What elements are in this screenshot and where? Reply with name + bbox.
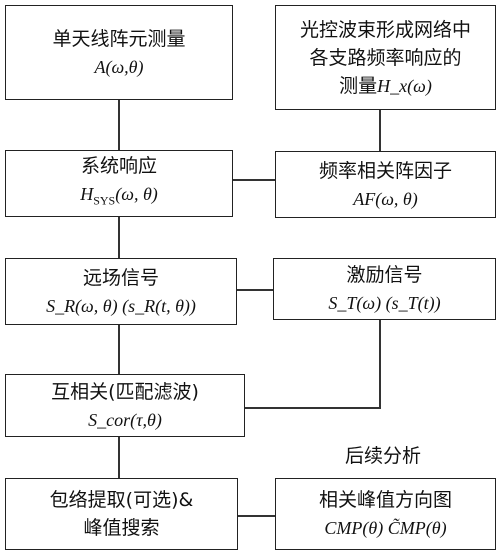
box-line-1: 光控波束形成网络中 [299,18,471,41]
subsequent-analysis-label: 后续分析 [345,445,422,467]
box-array-factor: 频率相关阵因子 AF(ω, θ) [275,151,496,218]
box-far-field-signal: 远场信号 S_R(ω, θ) (s_R(t, θ)) [5,258,237,325]
box-title: 单天线阵元测量 [52,27,186,50]
connector-excitation-to-crosscorr [244,407,381,409]
box-correlation-peak-pattern: 相关峰值方向图 CMP(θ) C̃MP(θ) [275,478,496,550]
connector-bfn-to-af [379,109,381,152]
connector-excitation-to-farfield [236,289,274,291]
box-optical-beamforming-network: 光控波束形成网络中 各支路频率响应的 测量H_x(ω) [275,5,496,110]
connector-excitation-down [379,319,381,408]
box-formula: CMP(θ) C̃MP(θ) [324,518,447,538]
box-excitation-signal: 激励信号 S_T(ω) (s_T(t)) [273,258,496,320]
box-line-2: 峰值搜索 [83,517,160,539]
measurement-label: 测量 [339,74,378,97]
box-line-1: 包络提取(可选)& [49,489,194,511]
connector-sysresp-to-farfield [118,216,120,258]
box-title: 相关峰值方向图 [318,489,452,511]
box-formula: AF(ω, θ) [353,188,418,209]
box-formula: A(ω,θ) [94,56,144,77]
connector-crosscorr-to-envelope [118,436,120,478]
box-title: 远场信号 [82,266,159,289]
box-formula: H_x(ω) [377,75,432,96]
box-formula: S_T(ω) (s_T(t)) [328,293,441,313]
box-cross-correlation: 互相关(匹配滤波) S_cor(τ,θ) [5,374,245,437]
connector-farfield-to-crosscorr [118,324,120,374]
box-single-element-measurement: 单天线阵元测量 A(ω,θ) [5,5,233,100]
connector-af-to-sysresp [232,179,275,181]
box-line-3: 测量H_x(ω) [339,72,432,100]
connector-envelope-to-cmp [237,515,276,517]
box-title: 互相关(匹配滤波) [51,380,199,403]
box-title: 系统响应 [80,155,157,178]
box-formula: S_R(ω, θ) (s_R(t, θ)) [46,295,196,316]
box-title: 频率相关阵因子 [318,159,452,182]
box-formula: HSYS(ω, θ) [80,184,158,208]
box-formula: S_cor(τ,θ) [88,409,162,430]
connector-element-to-sysresp [118,99,120,150]
box-system-response: 系统响应 HSYS(ω, θ) [5,150,233,217]
box-envelope-peak-search: 包络提取(可选)& 峰值搜索 [5,478,238,550]
box-line-2: 各支路频率响应的 [309,46,462,69]
box-title: 激励信号 [346,264,423,286]
